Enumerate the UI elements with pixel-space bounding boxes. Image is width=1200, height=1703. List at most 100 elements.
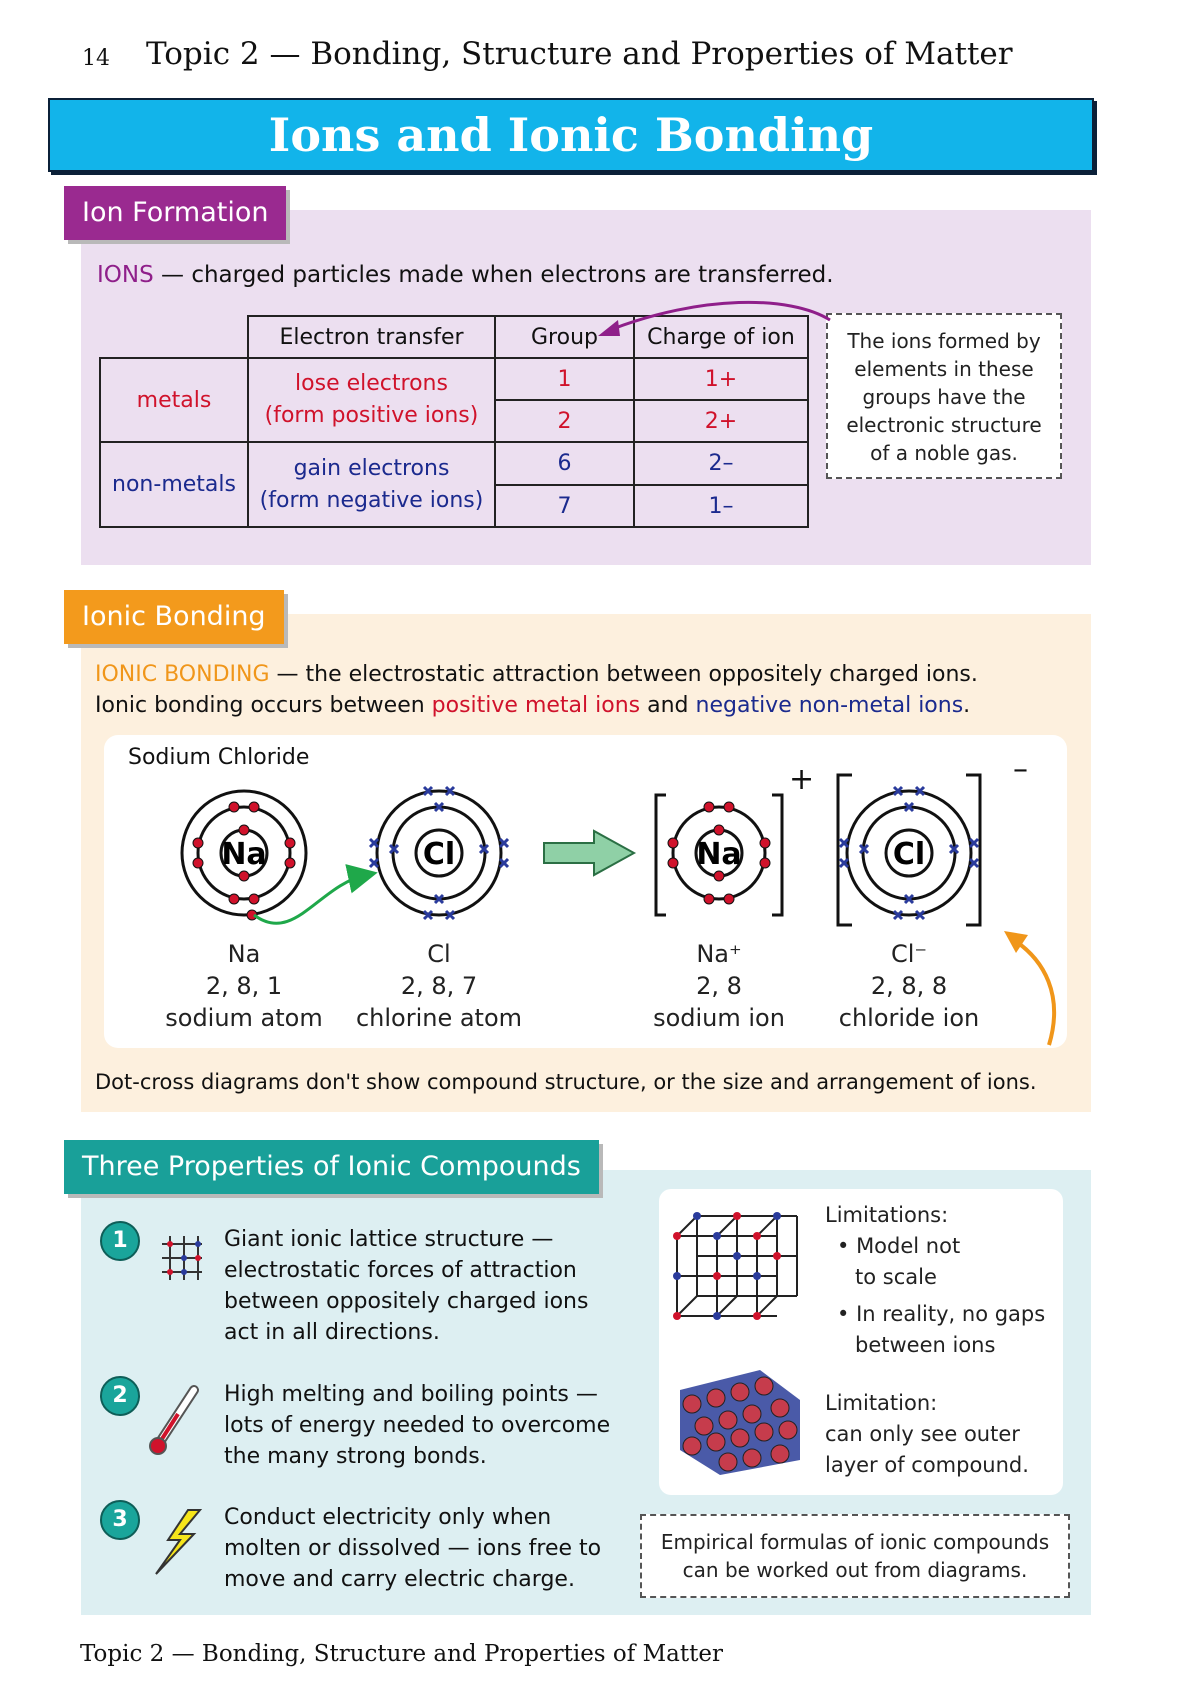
property-text: Giant ionic lattice structure — electros… bbox=[224, 1224, 624, 1348]
bullet-text: Model not bbox=[856, 1234, 961, 1258]
atom-config: 2, 8, 1 bbox=[205, 972, 283, 1000]
metals-transfer-line2: (form positive ions) bbox=[264, 403, 479, 428]
charge-cell: 1– bbox=[633, 484, 809, 528]
note-line: electronic structure bbox=[846, 413, 1042, 437]
dot-cross-footnote: Dot-cross diagrams don't show compound s… bbox=[95, 1070, 1037, 1094]
atom-desc: sodium atom bbox=[165, 1004, 323, 1032]
property-number: 2 bbox=[100, 1376, 140, 1416]
model1-bullet: • In reality, no gaps bbox=[837, 1302, 1046, 1326]
ion-table: Electron transfer Group Charge of ion me… bbox=[99, 315, 809, 528]
ions-definition-text: — charged particles made when electrons … bbox=[161, 262, 834, 288]
lattice-icon bbox=[162, 1236, 202, 1280]
atom-symbol: Cl bbox=[423, 837, 455, 872]
electron-transfer-arrow-icon bbox=[253, 864, 378, 925]
lightning-icon bbox=[155, 1509, 203, 1575]
ionic-bonding-tab: Ionic Bonding bbox=[64, 590, 284, 644]
header-group: Group bbox=[494, 315, 635, 359]
ionic-bonding-term: IONIC BONDING bbox=[95, 662, 270, 687]
note-line: Empirical formulas of ionic compounds bbox=[660, 1530, 1050, 1554]
note-line: of a noble gas. bbox=[870, 441, 1018, 465]
line2-period: . bbox=[963, 693, 971, 718]
page-footer: Topic 2 — Bonding, Structure and Propert… bbox=[80, 1641, 723, 1667]
chlorine-atom-icon bbox=[368, 785, 510, 921]
space-filling-model-icon bbox=[680, 1370, 800, 1475]
ion-formation-tab: Ion Formation bbox=[64, 186, 287, 240]
ionic-bonding-definition: IONIC BONDING — the electrostatic attrac… bbox=[95, 662, 978, 687]
sodium-ion-label: Na⁺ 2, 8 sodium ion bbox=[619, 938, 819, 1034]
negative-non-metal-ions: negative non-metal ions bbox=[695, 693, 964, 718]
nonmetals-transfer-line1: gain electrons bbox=[293, 455, 450, 481]
model2-line: Limitation: bbox=[825, 1391, 938, 1415]
atom-config: 2, 8 bbox=[696, 972, 742, 1000]
property-text: Conduct electricity only when molten or … bbox=[224, 1502, 624, 1595]
charge-cell: 2– bbox=[633, 441, 809, 486]
page-header-topic: Topic 2 — Bonding, Structure and Propert… bbox=[146, 36, 1013, 72]
atom-desc: sodium ion bbox=[653, 1004, 785, 1032]
metals-transfer: lose electrons (form positive ions) bbox=[247, 357, 496, 443]
property-text: High melting and boiling points — lots o… bbox=[224, 1379, 624, 1472]
atom-name: Na bbox=[227, 940, 261, 968]
lattice-model-icon bbox=[673, 1212, 798, 1320]
property-line: molten or dissolved — ions free to bbox=[224, 1536, 602, 1561]
sodium-chloride-diagram bbox=[104, 735, 1067, 1048]
positive-metal-ions: positive metal ions bbox=[431, 693, 641, 718]
metals-transfer-line1: lose electrons bbox=[295, 371, 448, 396]
line2-text: Ionic bonding occurs between bbox=[95, 693, 425, 718]
atom-config: 2, 8, 7 bbox=[400, 972, 478, 1000]
note-line: The ions formed by bbox=[847, 329, 1041, 353]
bullet-text: to scale bbox=[855, 1265, 937, 1289]
group-cell: 1 bbox=[494, 357, 635, 401]
group-cell: 2 bbox=[494, 399, 635, 443]
ions-term: IONS bbox=[97, 262, 154, 288]
property-line: electrostatic forces of attraction bbox=[224, 1258, 577, 1283]
note-line: elements in these bbox=[854, 357, 1034, 381]
line2-and: and bbox=[647, 693, 689, 718]
atom-desc: chlorine atom bbox=[355, 1004, 523, 1032]
chloride-ion-icon bbox=[836, 773, 982, 927]
property-line: High melting and boiling points — bbox=[224, 1382, 598, 1407]
property-number: 1 bbox=[100, 1221, 140, 1261]
property-line: move and carry electric charge. bbox=[224, 1567, 575, 1592]
property-line: lots of energy needed to overcome bbox=[224, 1413, 611, 1438]
property-line: between oppositely charged ions bbox=[224, 1289, 589, 1314]
ions-definition: IONS — charged particles made when elect… bbox=[97, 262, 834, 288]
atom-symbol: Cl bbox=[893, 837, 925, 872]
model2-line: layer of compound. bbox=[825, 1453, 1029, 1477]
atom-desc: chloride ion bbox=[838, 1004, 980, 1032]
atom-symbol: Na bbox=[221, 837, 266, 872]
bullet-text: In reality, no gaps bbox=[856, 1302, 1046, 1326]
model2-line: can only see outer bbox=[825, 1422, 1020, 1446]
atom-name: Cl⁻ bbox=[890, 940, 928, 968]
property-line: the many strong bonds. bbox=[224, 1444, 487, 1469]
chlorine-atom-label: Cl 2, 8, 7 chlorine atom bbox=[339, 938, 539, 1034]
sodium-ion-charge: + bbox=[789, 762, 815, 797]
model2-limitation: Limitation: can only see outer layer of … bbox=[825, 1388, 1029, 1481]
atom-symbol: Na bbox=[696, 837, 741, 872]
chloride-ion-label: Cl⁻ 2, 8, 8 chloride ion bbox=[809, 938, 1009, 1034]
note-line: groups have the bbox=[862, 385, 1026, 409]
header-electron-transfer: Electron transfer bbox=[247, 315, 496, 359]
noble-gas-note: The ions formed by elements in these gro… bbox=[826, 313, 1062, 479]
sodium-atom-icon bbox=[180, 789, 308, 921]
orange-curved-arrow-icon bbox=[1012, 938, 1057, 1046]
atom-name: Cl bbox=[427, 940, 451, 968]
ionic-bonding-line2: Ionic bonding occurs between positive me… bbox=[95, 693, 970, 718]
nonmetals-transfer: gain electrons (form negative ions) bbox=[247, 441, 496, 528]
property-line: Giant ionic lattice structure — bbox=[224, 1227, 554, 1252]
model1-title: Limitations: bbox=[825, 1203, 949, 1227]
page-number: 14 bbox=[82, 46, 110, 71]
properties-tab: Three Properties of Ionic Compounds bbox=[64, 1140, 599, 1194]
note-arrow-icon bbox=[598, 300, 831, 336]
orange-arrowhead-icon bbox=[1004, 931, 1028, 953]
property-line: Conduct electricity only when bbox=[224, 1505, 552, 1530]
diagram-title: Sodium Chloride bbox=[128, 745, 310, 770]
charge-cell: 1+ bbox=[633, 357, 809, 401]
model1-limitations: Limitations: • Model not to scale • In r… bbox=[825, 1200, 1045, 1361]
table-corner bbox=[100, 316, 248, 358]
page-title: Ions and Ionic Bonding bbox=[48, 98, 1094, 172]
property-number: 3 bbox=[100, 1500, 140, 1540]
header-charge: Charge of ion bbox=[633, 315, 809, 359]
property-line: act in all directions. bbox=[224, 1320, 440, 1345]
empirical-formula-note: Empirical formulas of ionic compounds ca… bbox=[640, 1514, 1070, 1598]
